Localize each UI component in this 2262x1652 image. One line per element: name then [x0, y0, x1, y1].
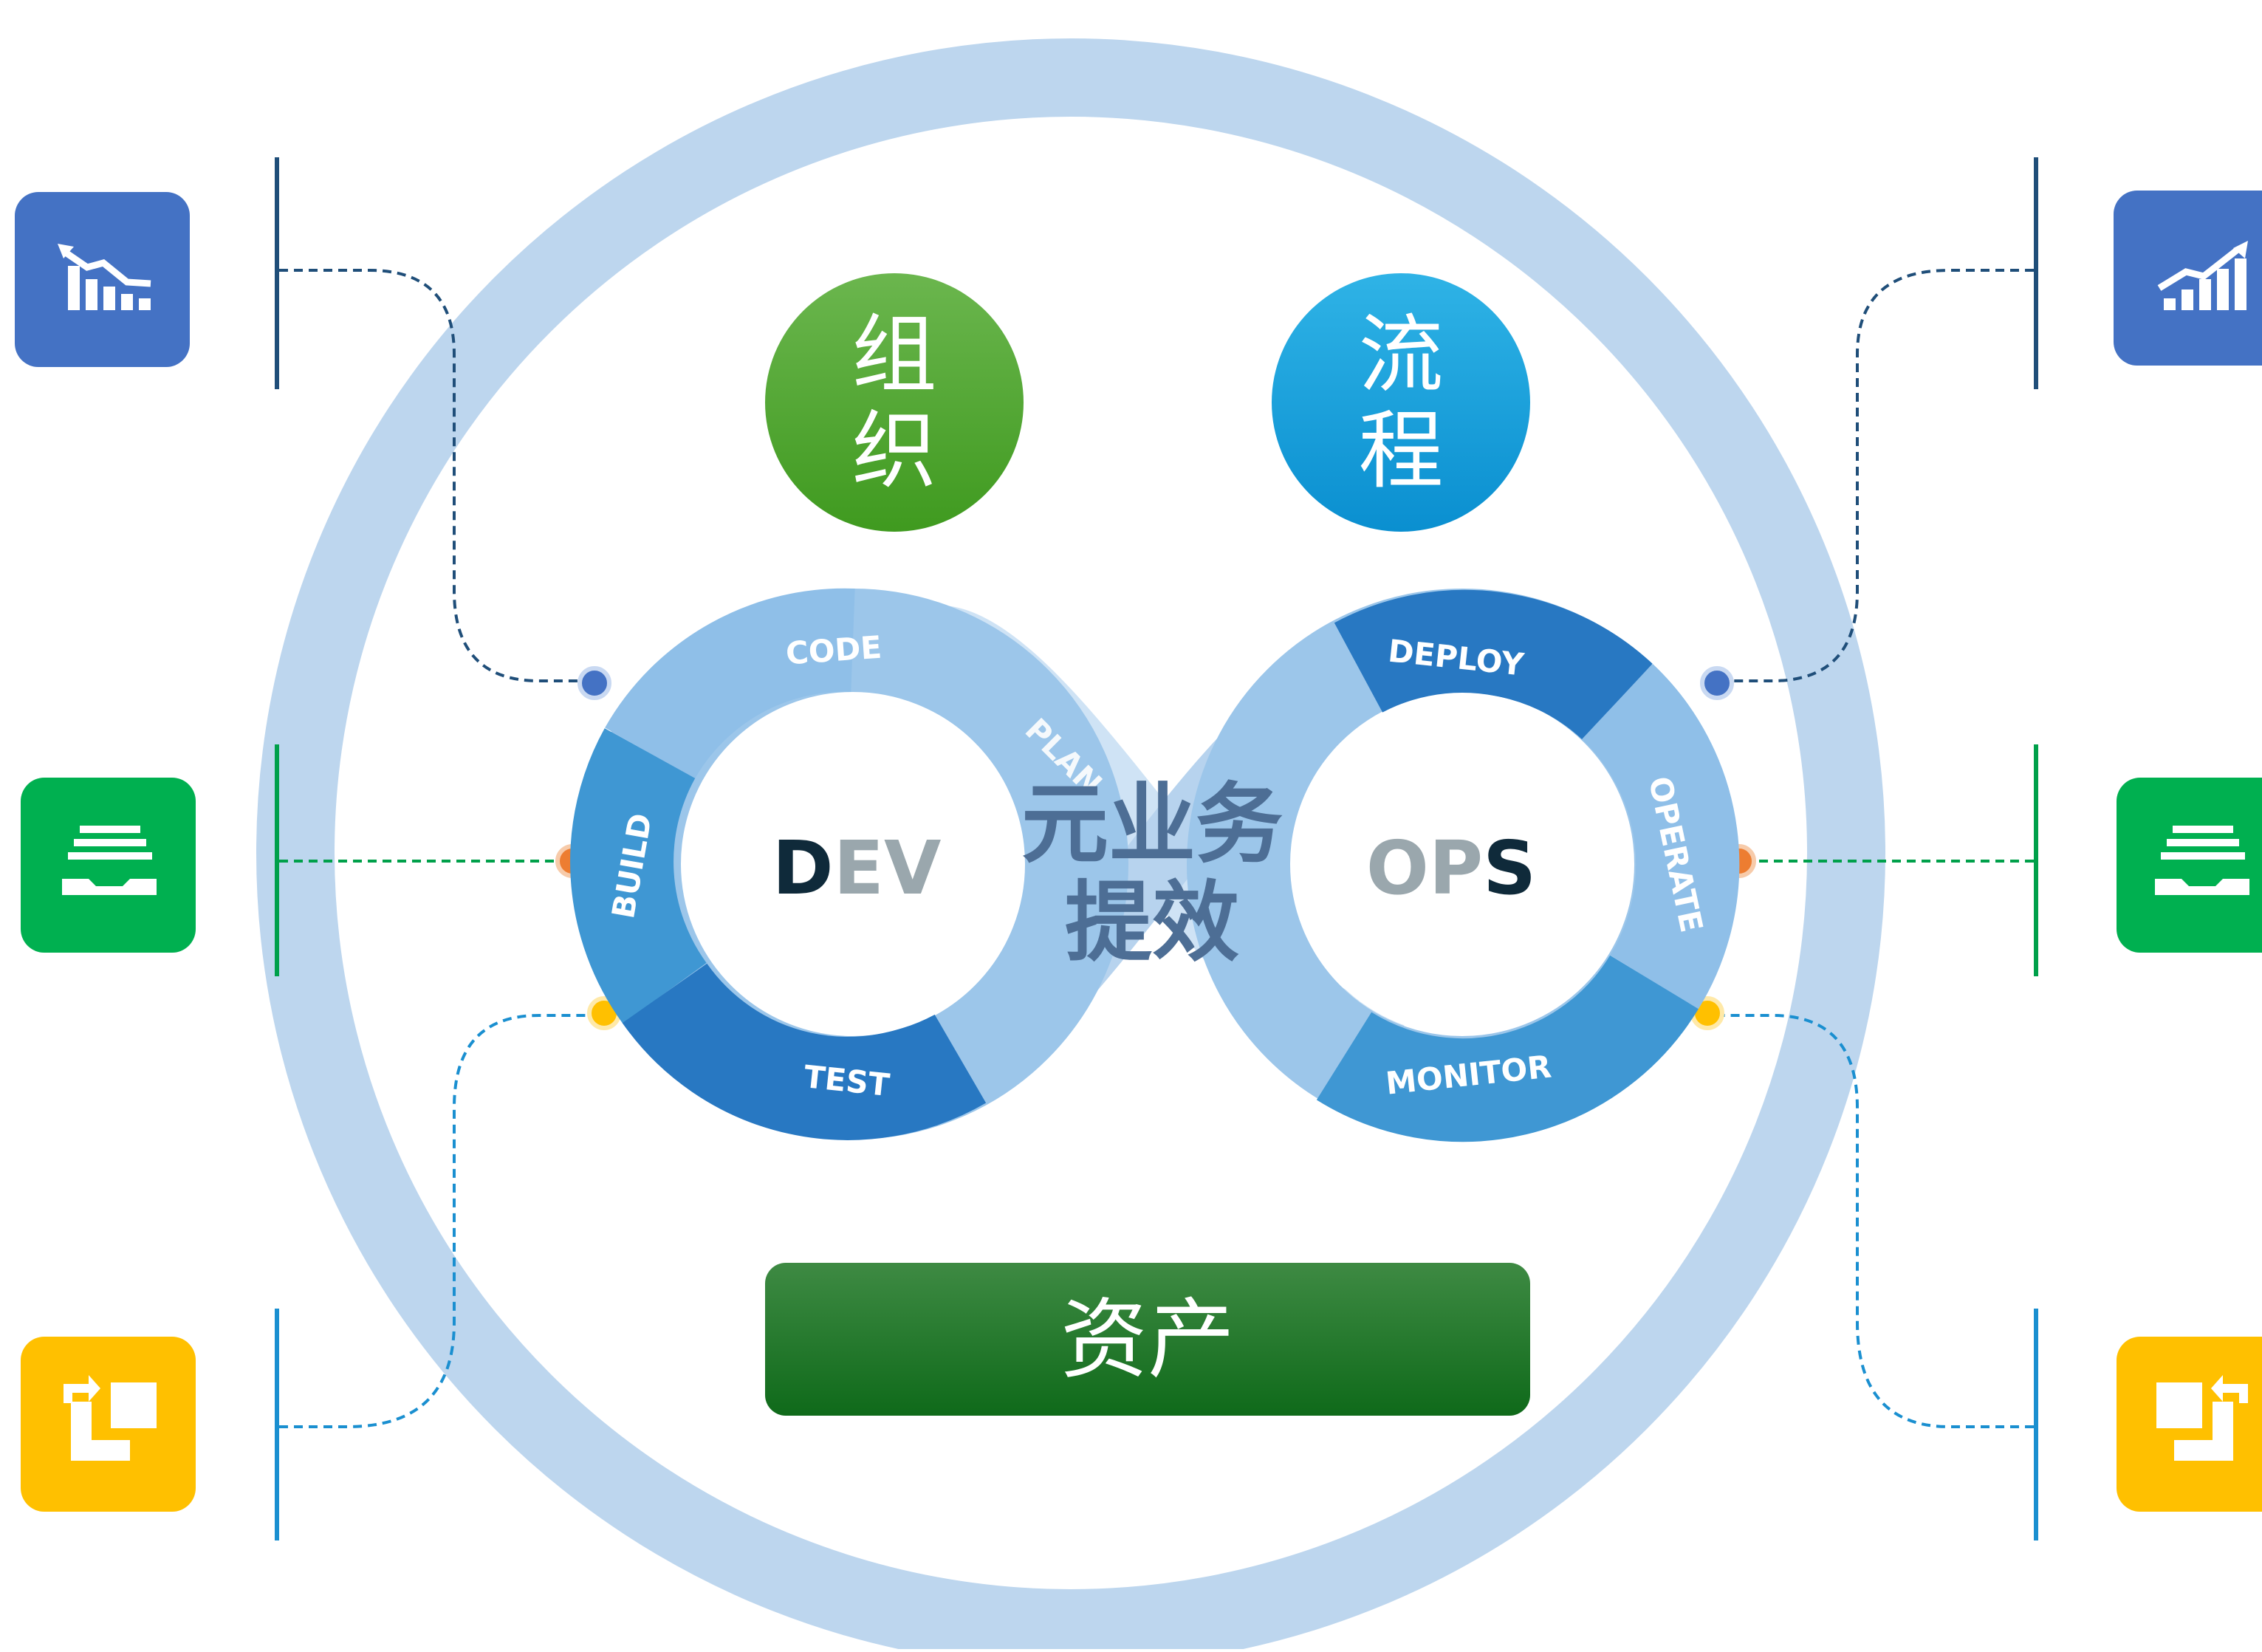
dev-loop	[570, 588, 1128, 1140]
org-char2: 织	[851, 402, 936, 501]
left-connector-bars	[275, 157, 279, 1540]
process-char2: 程	[1358, 402, 1443, 501]
tile-copy-left[interactable]	[21, 1337, 196, 1512]
connector-top-left	[279, 269, 594, 682]
tile-inbox-right[interactable]	[2117, 778, 2262, 953]
tile-copy-right[interactable]	[2117, 1337, 2262, 1512]
org-bubble: 组 织	[765, 273, 1024, 532]
inbox-tray-icon	[2155, 826, 2249, 895]
connector-bottom-right	[1707, 1014, 2034, 1428]
connector-bottom-left	[279, 1014, 604, 1428]
inbox-tray-icon	[62, 826, 157, 895]
process-char1: 流	[1358, 306, 1443, 405]
process-bubble: 流 程	[1272, 273, 1530, 532]
dot-blue-left	[578, 666, 611, 700]
tile-chart-down-left[interactable]	[15, 192, 190, 367]
dot-blue-right	[1700, 666, 1734, 700]
connector-top-right	[1717, 269, 2034, 682]
ops-letters-op: OP	[1366, 825, 1483, 911]
left-connectors	[279, 269, 604, 1428]
chart-down-icon	[58, 244, 151, 310]
org-char1: 组	[851, 306, 936, 405]
copy-documents-icon	[2156, 1375, 2248, 1461]
tile-inbox-left[interactable]	[21, 778, 196, 953]
right-connector-bars	[2034, 157, 2038, 1540]
stage-code: CODE	[784, 629, 882, 672]
ops-loop	[1187, 589, 1740, 1142]
asset-bar-label: 资产	[1060, 1289, 1235, 1391]
tile-chart-up-right[interactable]	[2114, 191, 2262, 366]
stage-test: TEST	[802, 1058, 891, 1103]
right-connectors	[1707, 269, 2034, 1428]
dev-label: DEV	[772, 825, 942, 911]
center-title-line1: 元业务	[1021, 773, 1283, 875]
asset-bar[interactable]: 资产	[765, 1263, 1530, 1416]
dev-letters-ev: EV	[834, 825, 942, 911]
ops-letter-s: S	[1483, 825, 1536, 911]
chart-up-icon	[2157, 241, 2248, 310]
dev-letter-d: D	[772, 825, 834, 911]
center-title-line2: 提效	[1065, 871, 1239, 973]
copy-documents-icon	[64, 1375, 157, 1461]
outer-ring	[256, 38, 1885, 1652]
ops-label: OPS	[1366, 825, 1536, 911]
center-title: 元业务 提效	[1021, 773, 1283, 973]
